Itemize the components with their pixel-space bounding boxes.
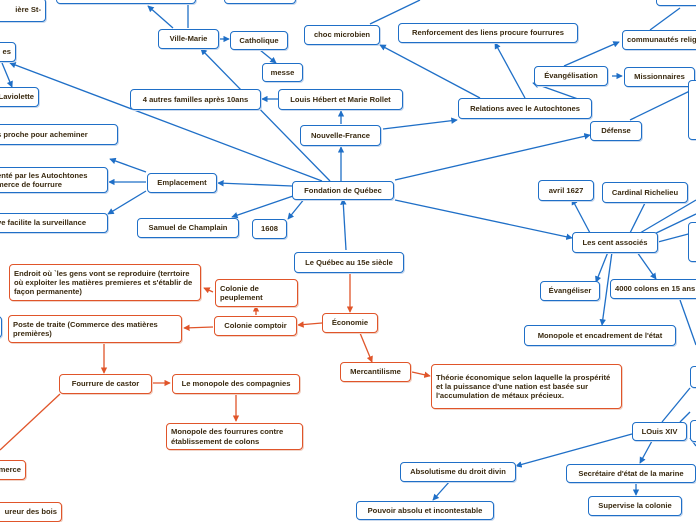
link-economie-comptoir bbox=[297, 321, 323, 328]
link-louis-secretaire bbox=[639, 440, 653, 464]
node-mercantilisme[interactable]: Mercantilisme bbox=[340, 362, 411, 382]
link-fondation-cent bbox=[394, 199, 573, 240]
node-monopole-compagnies[interactable]: Le monopole des compagnies bbox=[172, 374, 300, 394]
link-comptoir-poste bbox=[183, 324, 214, 332]
link-cent-right2 bbox=[649, 213, 696, 237]
node-laviolette[interactable]: ur de Laviolette bbox=[0, 87, 39, 107]
node-monopole-encadrement[interactable]: Monopole et encadrement de l'état bbox=[524, 325, 676, 346]
link-relations-choc bbox=[379, 44, 481, 99]
node-evangelisation[interactable]: Évangélisation bbox=[534, 66, 608, 86]
node-top-center[interactable] bbox=[56, 0, 196, 4]
link-emplacement-acheminer bbox=[109, 157, 147, 173]
node-commerce-partial[interactable]: merce bbox=[0, 460, 26, 480]
link-cent-evangeliser bbox=[595, 251, 609, 283]
node-1608[interactable]: 1608 bbox=[252, 219, 287, 239]
node-right-louis2[interactable] bbox=[690, 420, 696, 442]
link-mercantilisme-theorie bbox=[411, 371, 431, 378]
node-avril[interactable]: avril 1627 bbox=[538, 180, 594, 201]
node-champlain[interactable]: Samuel de Champlain bbox=[137, 218, 239, 238]
link-fondation-1608 bbox=[287, 197, 306, 220]
node-relations[interactable]: Relations avec le Autochtones bbox=[458, 98, 592, 119]
node-right-louis[interactable] bbox=[690, 366, 696, 388]
node-economie[interactable]: Économie bbox=[322, 313, 378, 333]
node-renforcement[interactable]: Renforcement des liens procure fourrures bbox=[398, 23, 578, 43]
node-endroit[interactable]: Endroit où `les gens vont se reproduire … bbox=[9, 264, 201, 301]
link-nf-relations bbox=[382, 117, 458, 130]
node-colonie-comptoir[interactable]: Colonie comptoir bbox=[214, 316, 297, 336]
node-surveillance[interactable]: ve facilite la surveillance bbox=[0, 213, 108, 233]
node-autochtones-commerce[interactable]: enté par les Autochtones merce de fourru… bbox=[0, 167, 108, 193]
node-quebec-15e[interactable]: Le Québec au 15e siècle bbox=[294, 252, 404, 273]
link-peuplement-endroit bbox=[203, 287, 214, 294]
node-louis-xiv[interactable]: LOuis XIV bbox=[632, 422, 687, 441]
node-emplacement[interactable]: Emplacement bbox=[147, 173, 217, 193]
node-defense[interactable]: Défense bbox=[590, 121, 642, 141]
link-cent-avril bbox=[571, 198, 591, 234]
node-hebert[interactable]: Louis Hébert et Marie Rollet bbox=[278, 89, 403, 110]
link-emplacement-surveillance bbox=[107, 190, 147, 215]
link-fondation-emplacement bbox=[217, 179, 293, 187]
node-monopole-fourrures[interactable]: Monopole des fourrures contre établissem… bbox=[166, 423, 303, 450]
link-fourrure-left bbox=[0, 393, 61, 451]
node-secretaire[interactable]: Secrétaire d'état de la marine bbox=[566, 464, 696, 483]
node-communautes[interactable]: communautés religieuses bbox=[622, 30, 696, 50]
link-cent-richelieu bbox=[629, 202, 646, 234]
link-leftes-laviolette bbox=[1, 62, 13, 88]
link-defense-right bbox=[629, 87, 696, 121]
node-top-left-partial[interactable]: ière St- bbox=[0, 0, 46, 22]
link-comm-top bbox=[649, 7, 681, 31]
node-quatre-familles[interactable]: 4 autres familles après 10ans bbox=[130, 89, 261, 110]
node-choc-microbien[interactable]: choc microbien bbox=[304, 25, 380, 45]
link-louis-right2 bbox=[679, 411, 691, 423]
node-acheminer[interactable]: s proche pour acheminer bbox=[0, 124, 118, 145]
link-colons-down bbox=[679, 299, 696, 346]
link-louis-absolutisme bbox=[515, 433, 633, 468]
link-economie-mercantilisme bbox=[359, 332, 373, 363]
node-4000-colons[interactable]: 4000 colons en 15 ans bbox=[610, 279, 696, 299]
link-cent-right1 bbox=[639, 199, 696, 234]
node-top-mid[interactable] bbox=[224, 0, 296, 4]
link-evang-comm bbox=[563, 41, 620, 67]
node-cent-associes[interactable]: Les cent associés bbox=[572, 232, 658, 253]
node-pouvoir-absolu[interactable]: Pouvoir absolu et incontestable bbox=[356, 501, 494, 520]
node-nouvelle-france[interactable]: Nouvelle-France bbox=[300, 125, 381, 146]
node-left-poste[interactable] bbox=[0, 316, 2, 338]
node-supervise[interactable]: Supervise la colonie bbox=[588, 496, 682, 516]
node-right-defense[interactable] bbox=[688, 80, 696, 140]
node-theorie[interactable]: Théorie économique selon laquelle la pro… bbox=[431, 364, 622, 409]
link-cent-monopole bbox=[599, 251, 613, 326]
node-poste-traite[interactable]: Poste de traite (Commerce des matières p… bbox=[8, 315, 182, 343]
link-fondation-defense bbox=[394, 133, 591, 181]
node-fondation[interactable]: Fondation de Québec bbox=[292, 181, 394, 200]
node-ville-marie[interactable]: Ville-Marie bbox=[158, 29, 219, 49]
node-right-cent[interactable] bbox=[688, 222, 696, 262]
link-catholique-messe bbox=[259, 49, 277, 64]
node-coureur-partial[interactable]: ureur des bois bbox=[0, 502, 62, 522]
node-fourrure-castor[interactable]: Fourrure de castor bbox=[59, 374, 152, 394]
node-missionnaires[interactable]: Missionnaires bbox=[624, 67, 695, 87]
link-cent-colons bbox=[636, 251, 657, 280]
node-evangeliser[interactable]: Évangéliser bbox=[540, 281, 600, 301]
link-quebec15e-fondation bbox=[340, 198, 347, 251]
link-choc-top bbox=[369, 0, 421, 25]
link-relations-renforcement bbox=[494, 42, 526, 99]
node-colonie-peuplement[interactable]: Colonie de peuplement bbox=[215, 279, 298, 307]
node-catholique[interactable]: Catholique bbox=[230, 31, 288, 50]
link-fondation-champlain bbox=[231, 194, 297, 219]
link-fondation-villemarie bbox=[200, 48, 331, 182]
link-villemarie-topleft bbox=[147, 5, 174, 29]
node-absolutisme[interactable]: Absolutisme du droit divin bbox=[400, 462, 516, 482]
node-left-es[interactable]: es bbox=[0, 42, 16, 62]
node-richelieu[interactable]: Cardinal Richelieu bbox=[602, 182, 688, 203]
link-absolutisme-pouvoir bbox=[432, 480, 451, 501]
link-fondation-leftes bbox=[9, 61, 323, 182]
node-messe[interactable]: messe bbox=[262, 63, 303, 82]
link-louis-right1 bbox=[661, 387, 691, 423]
node-top-right[interactable] bbox=[656, 0, 696, 6]
